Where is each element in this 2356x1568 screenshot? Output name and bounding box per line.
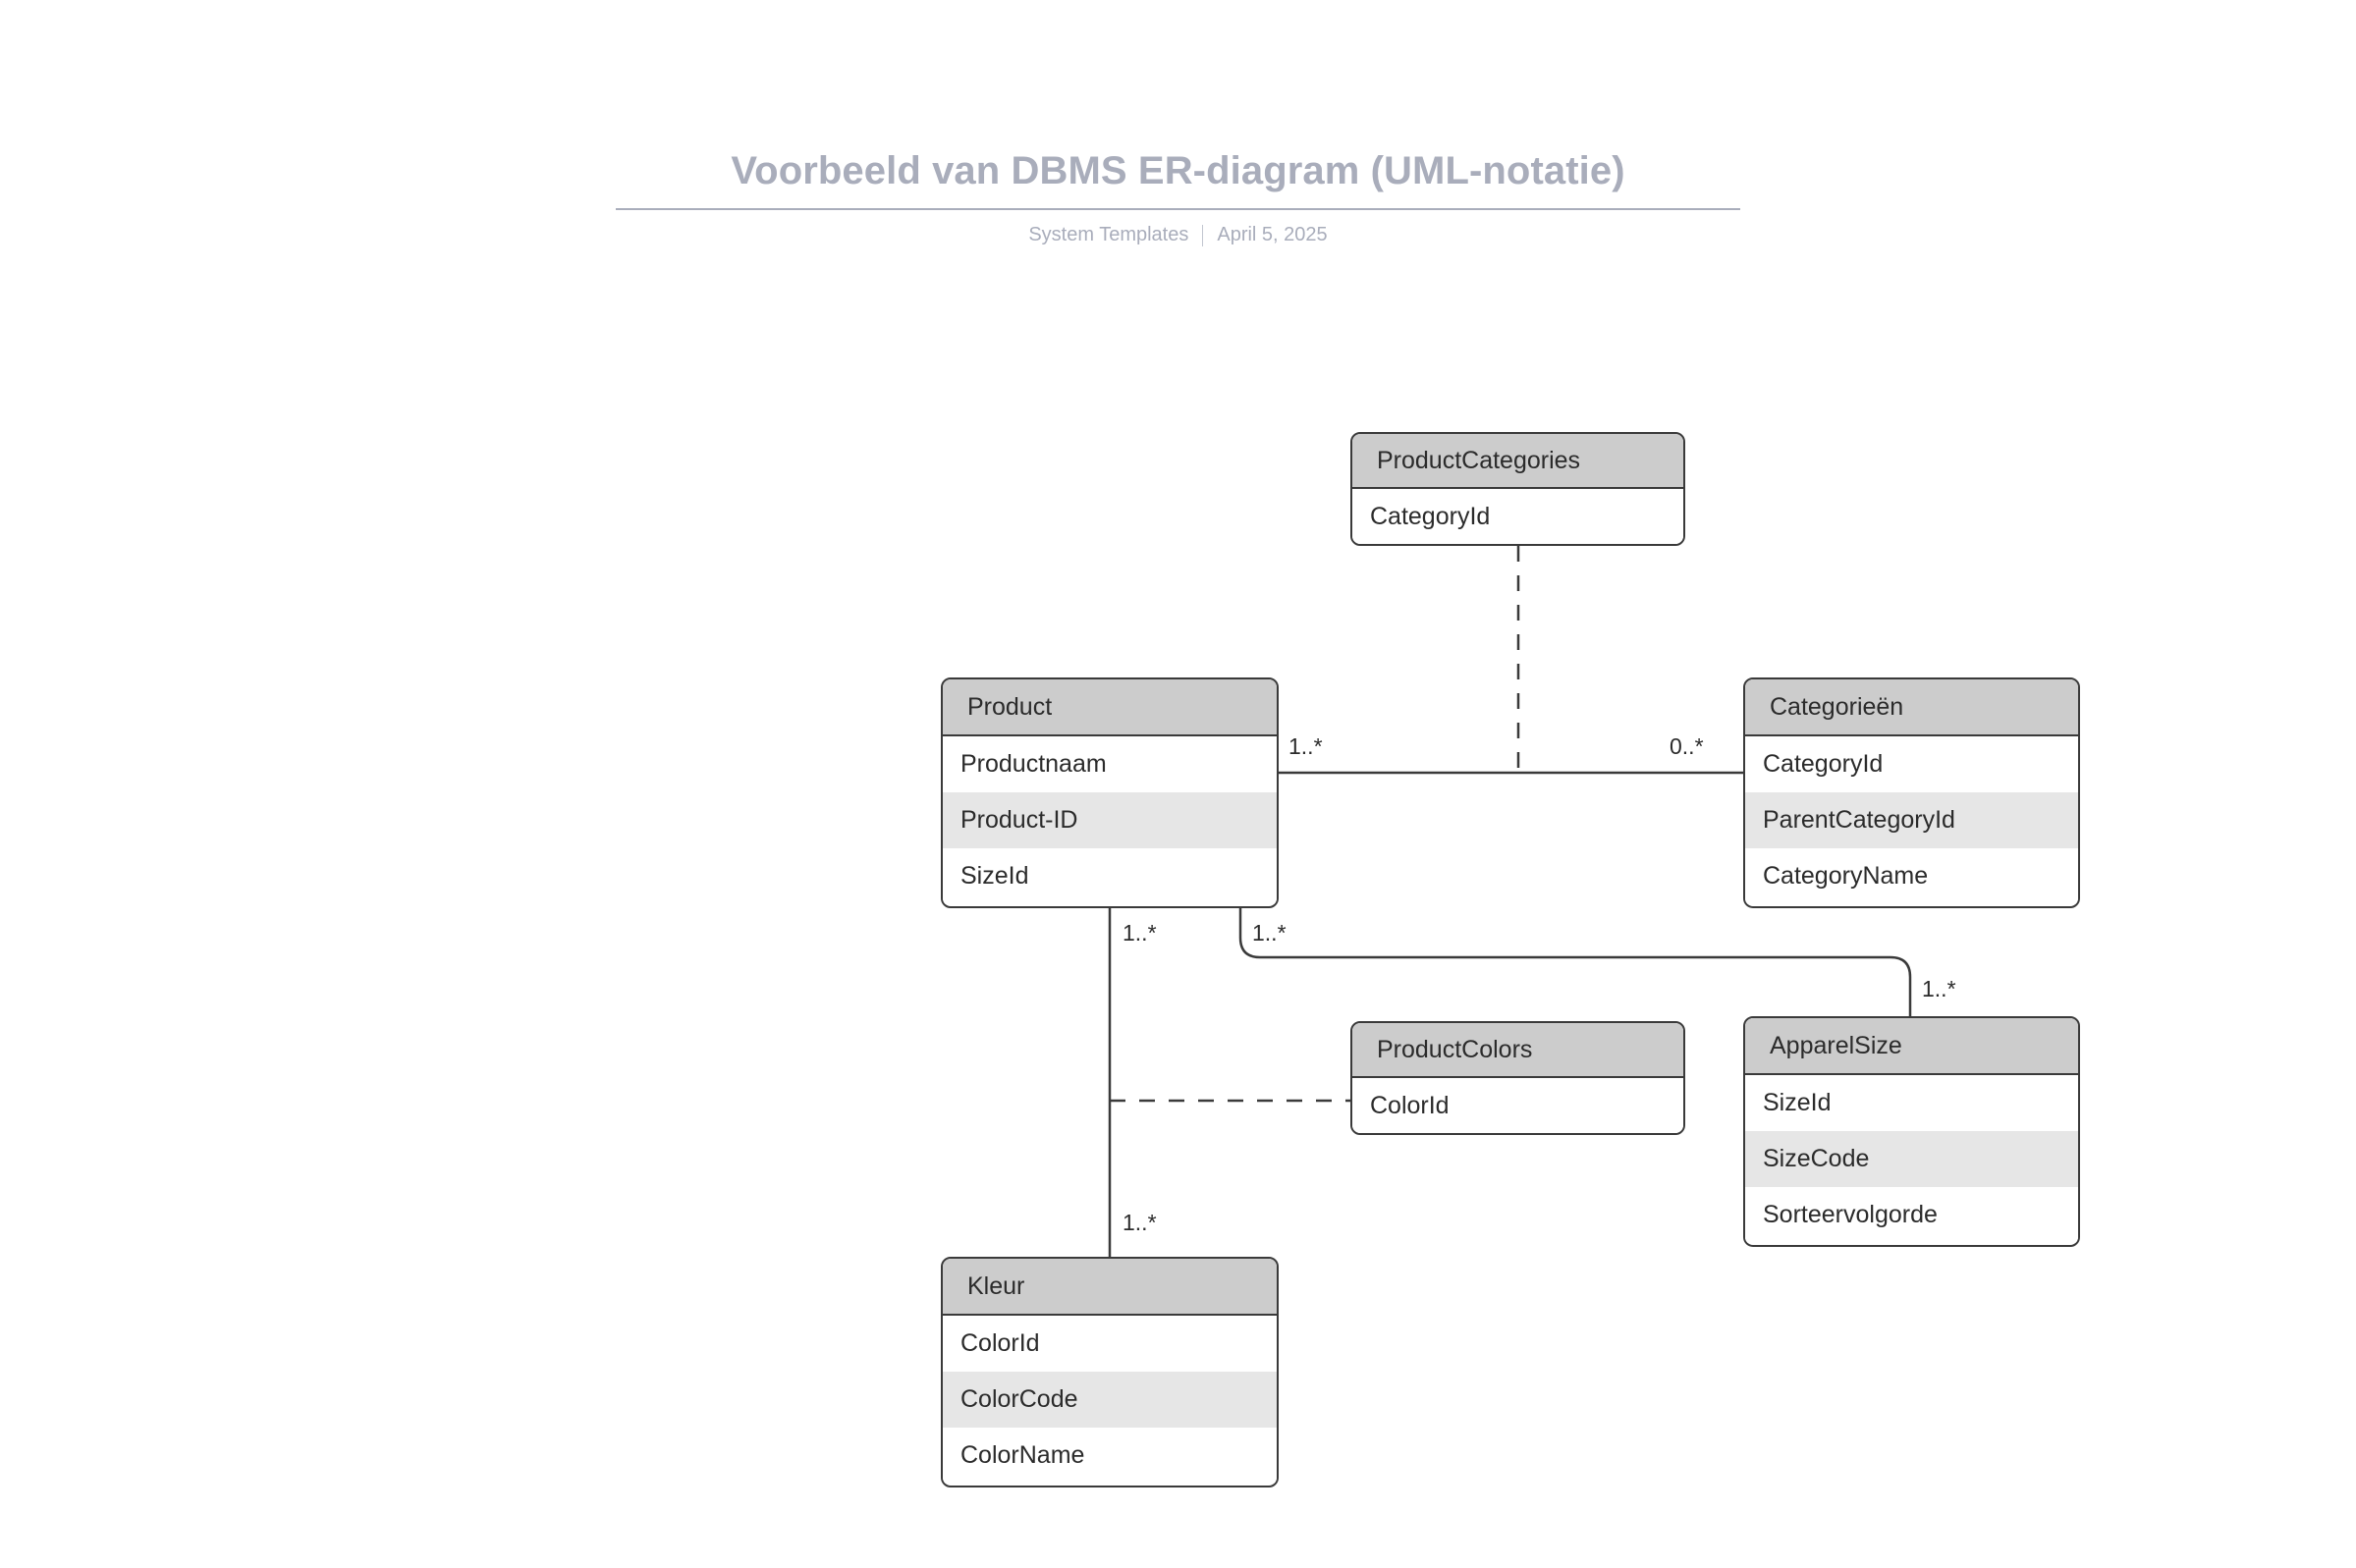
attribute-row: SizeId [943, 848, 1277, 904]
entity-header-product: Product [943, 679, 1277, 736]
attribute-row: ColorName [943, 1428, 1277, 1484]
entity-header-categorieen: Categorieën [1745, 679, 2078, 736]
attribute-row: CategoryId [1352, 489, 1683, 544]
page-title: Voorbeeld van DBMS ER-diagram (UML-notat… [731, 149, 1625, 192]
entity-productcategories[interactable]: ProductCategories CategoryId [1350, 432, 1685, 546]
attribute-row: ColorCode [943, 1372, 1277, 1428]
edge-product-apparelsize [1238, 908, 1912, 1016]
subtitle-separator [1202, 224, 1204, 246]
attribute-row: ParentCategoryId [1745, 792, 2078, 848]
entity-header-productcategories: ProductCategories [1352, 434, 1683, 489]
title-divider [616, 208, 1740, 210]
multiplicity-product-to-kleur: 1..* [1123, 920, 1157, 946]
multiplicity-product-to-categorieen: 1..* [1288, 733, 1323, 759]
attribute-row: ColorId [1352, 1078, 1683, 1133]
attribute-row: Sorteervolgorde [1745, 1187, 2078, 1243]
attribute-row: CategoryName [1745, 848, 2078, 904]
entity-header-productcolors: ProductColors [1352, 1023, 1683, 1078]
multiplicity-categorieen-to-product: 0..* [1670, 733, 1704, 759]
entity-productcolors[interactable]: ProductColors ColorId [1350, 1021, 1685, 1135]
entity-header-apparelsize: ApparelSize [1745, 1018, 2078, 1075]
attribute-row: CategoryId [1745, 736, 2078, 792]
document-header: Voorbeeld van DBMS ER-diagram (UML-notat… [0, 147, 2356, 246]
entity-categorieen[interactable]: Categorieën CategoryId ParentCategoryId … [1743, 677, 2080, 908]
attribute-row: Productnaam [943, 736, 1277, 792]
multiplicity-kleur-to-product: 1..* [1123, 1210, 1157, 1235]
attribute-row: SizeId [1745, 1075, 2078, 1131]
subtitle-date: April 5, 2025 [1217, 224, 1328, 245]
subtitle-source: System Templates [1028, 224, 1189, 245]
document-subtitle: System Templates April 5, 2025 [0, 224, 2356, 246]
entity-header-kleur: Kleur [943, 1259, 1277, 1316]
attribute-row: SizeCode [1745, 1131, 2078, 1187]
attribute-row: Product-ID [943, 792, 1277, 848]
entity-kleur[interactable]: Kleur ColorId ColorCode ColorName [941, 1257, 1279, 1487]
multiplicity-apparelsize-to-product: 1..* [1922, 976, 1956, 1001]
entity-product[interactable]: Product Productnaam Product-ID SizeId [941, 677, 1279, 908]
multiplicity-product-to-apparelsize: 1..* [1252, 920, 1287, 946]
attribute-row: ColorId [943, 1316, 1277, 1372]
entity-apparelsize[interactable]: ApparelSize SizeId SizeCode Sorteervolgo… [1743, 1016, 2080, 1247]
